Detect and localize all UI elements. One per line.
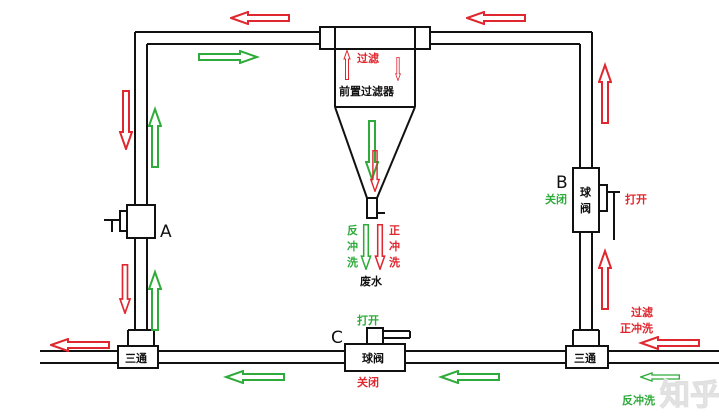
valve-a: [104, 204, 156, 239]
pipe-network: [40, 31, 719, 364]
backwash-label: 反 冲 洗: [347, 223, 362, 269]
arrow-red-filter-down: [394, 57, 402, 81]
open-c-label: 打开: [357, 313, 379, 327]
arrow-red-right-lower: [598, 249, 612, 311]
arrow-green-top: [197, 50, 259, 64]
tee-right: [565, 329, 609, 369]
arrow-red-right-upper: [598, 63, 612, 125]
backwash-br-label: 反冲洗: [622, 393, 655, 407]
forward-wash-label: 正 冲 洗: [389, 224, 404, 269]
arrow-green-bottom-mid: [224, 370, 286, 384]
prefilter-label: 前置过滤器: [339, 84, 395, 98]
arrow-red-top-left: [230, 11, 290, 25]
arrow-red-left-lower: [119, 264, 131, 314]
tee-right-label: 三通: [574, 352, 596, 365]
prefilter-unit: [319, 26, 431, 219]
valve-c-label: 球阀: [362, 351, 384, 365]
arrow-green-bottom-right: [439, 370, 501, 384]
valve-b-label: 球 阀: [580, 185, 595, 215]
wastewater-label: 废水: [360, 274, 383, 288]
filter-top-label: 过滤: [357, 51, 379, 65]
arrow-red-top-right: [466, 11, 526, 25]
watermark-logo: 知乎: [660, 378, 719, 413]
label-b: B: [556, 173, 568, 193]
close-c-label: 关闭: [357, 375, 379, 389]
arrow-green-drain: [360, 224, 372, 270]
valve-b: [572, 167, 620, 240]
close-b-label: 关闭: [545, 192, 567, 206]
filter-forward-label: 过滤 正冲洗: [620, 305, 657, 335]
tee-left-label: 三通: [125, 352, 147, 365]
arrow-red-bottom-right: [639, 336, 701, 350]
arrow-red-filter-up: [343, 50, 351, 80]
label-a: A: [160, 222, 172, 242]
open-b-label: 打开: [625, 192, 647, 206]
arrow-red-bottom-left: [50, 338, 110, 352]
tee-left: [117, 329, 159, 369]
arrow-red-drain: [374, 224, 386, 270]
label-c: C: [331, 328, 343, 348]
arrow-green-left-lower: [148, 270, 162, 332]
arrow-red-left-upper: [119, 90, 133, 150]
valve-c: [344, 327, 411, 372]
arrow-green-left-upper: [148, 107, 162, 169]
